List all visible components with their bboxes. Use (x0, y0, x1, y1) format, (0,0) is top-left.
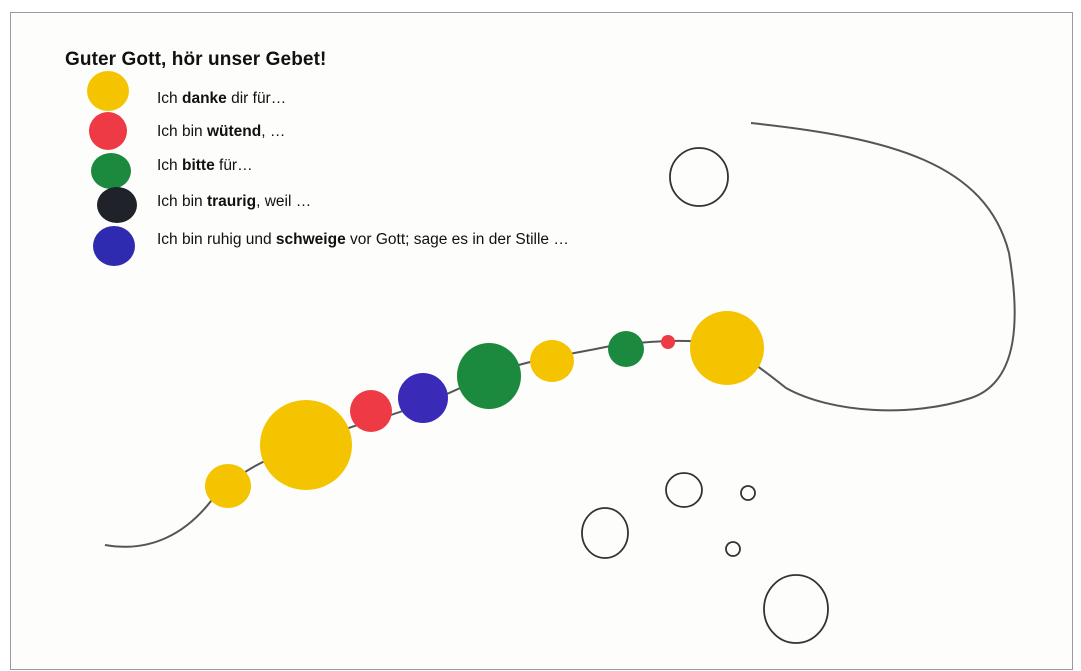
bead-green-small (608, 331, 644, 367)
empty-circles (582, 148, 828, 643)
bead-yellow-cross (690, 311, 764, 385)
bead-yellow-medium (530, 340, 574, 382)
empty-circle (726, 542, 740, 556)
bead-yellow-small (205, 464, 251, 508)
bead-yellow-large (260, 400, 352, 490)
bead-red-tiny (661, 335, 675, 349)
empty-circle (666, 473, 702, 507)
bead-blue (398, 373, 448, 423)
empty-circle (582, 508, 628, 558)
worksheet-frame: Guter Gott, hör unser Gebet! Ich danke d… (10, 12, 1073, 670)
bead-red (350, 390, 392, 432)
prayer-bead-drawing (11, 13, 1072, 669)
empty-circle (741, 486, 755, 500)
bead-green-large (457, 343, 521, 409)
empty-circle (670, 148, 728, 206)
empty-circle (764, 575, 828, 643)
